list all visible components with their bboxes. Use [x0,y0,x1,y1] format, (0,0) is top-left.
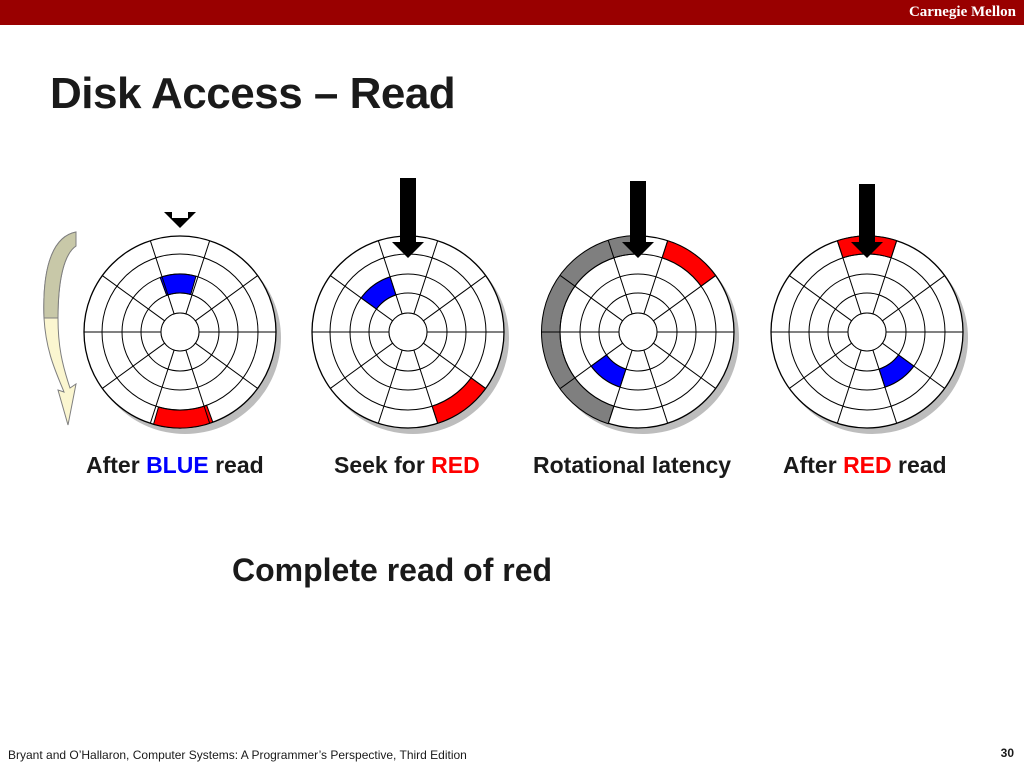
spindle-hub [388,312,428,352]
sector-spoke [836,240,862,315]
sector-spoke [377,349,403,424]
sector-spoke [423,275,486,322]
title-banner: Carnegie Mellon [0,0,1024,25]
sector-spoke [789,342,852,389]
sector-spoke [836,349,862,424]
brand-label: Carnegie Mellon [908,4,1016,20]
caption-highlight: BLUE [146,452,209,478]
blue-sector [159,273,197,296]
caption-after-red-read: After RED read [783,450,947,480]
caption-text: Rotational latency [533,452,732,478]
sector-spoke [653,342,716,389]
caption-text: After [86,452,147,478]
sector-spoke [882,275,945,322]
sector-spoke [789,275,852,322]
caption-after-blue-read: After BLUE read [86,450,264,480]
disk-platter-2 [311,178,509,434]
sector-spoke [330,275,393,322]
spindle-hub [160,312,200,352]
caption-text: read [208,452,264,478]
sector-spoke [149,349,175,424]
sector-spoke [653,275,716,322]
sector-spoke [607,240,633,315]
sector-spoke [872,349,898,424]
sector-spoke [149,240,175,315]
sector-spoke [643,349,669,424]
sector-spoke [560,275,623,322]
caption-rotational-latency: Rotational latency [533,450,731,480]
sector-spoke [185,349,211,424]
disk-platter-3 [541,181,739,434]
sector-spoke [330,342,393,389]
rotation-direction-icon [43,231,77,426]
curved-arrow-shade [43,231,77,319]
read-head-arrow-icon [622,181,654,258]
sector-spoke [102,275,165,322]
sector-spoke [185,240,211,315]
sector-spoke [195,275,258,322]
spindle-hub [618,312,658,352]
sector-spoke [560,342,623,389]
slide-title: Disk Access – Read [50,69,456,118]
sector-spoke [102,342,165,389]
sector-spoke [882,342,945,389]
sector-spoke [413,349,439,424]
caption-seek-for-red: Seek for RED [334,450,480,480]
footer-citation: Bryant and O’Hallaron, Computer Systems:… [8,748,467,762]
disk-platter-1 [83,212,281,434]
spindle-hub [847,312,887,352]
read-head-arrow-icon [164,212,196,228]
summary-text: Complete read of red [232,552,553,588]
sector-spoke [377,240,403,315]
sector-spoke [413,240,439,315]
disk-platter-4 [770,184,968,434]
sector-spoke [423,342,486,389]
caption-text: read [891,452,947,478]
caption-highlight: RED [843,452,892,478]
read-head-arrow-icon [392,178,424,258]
caption-highlight: RED [431,452,480,478]
caption-text: After [783,452,844,478]
page-number: 30 [1000,746,1014,760]
caption-text: Seek for [334,452,432,478]
sector-spoke [195,342,258,389]
sector-spoke [607,349,633,424]
read-head-arrow-icon [851,184,883,258]
sector-spoke [872,240,898,315]
sector-spoke [643,240,669,315]
